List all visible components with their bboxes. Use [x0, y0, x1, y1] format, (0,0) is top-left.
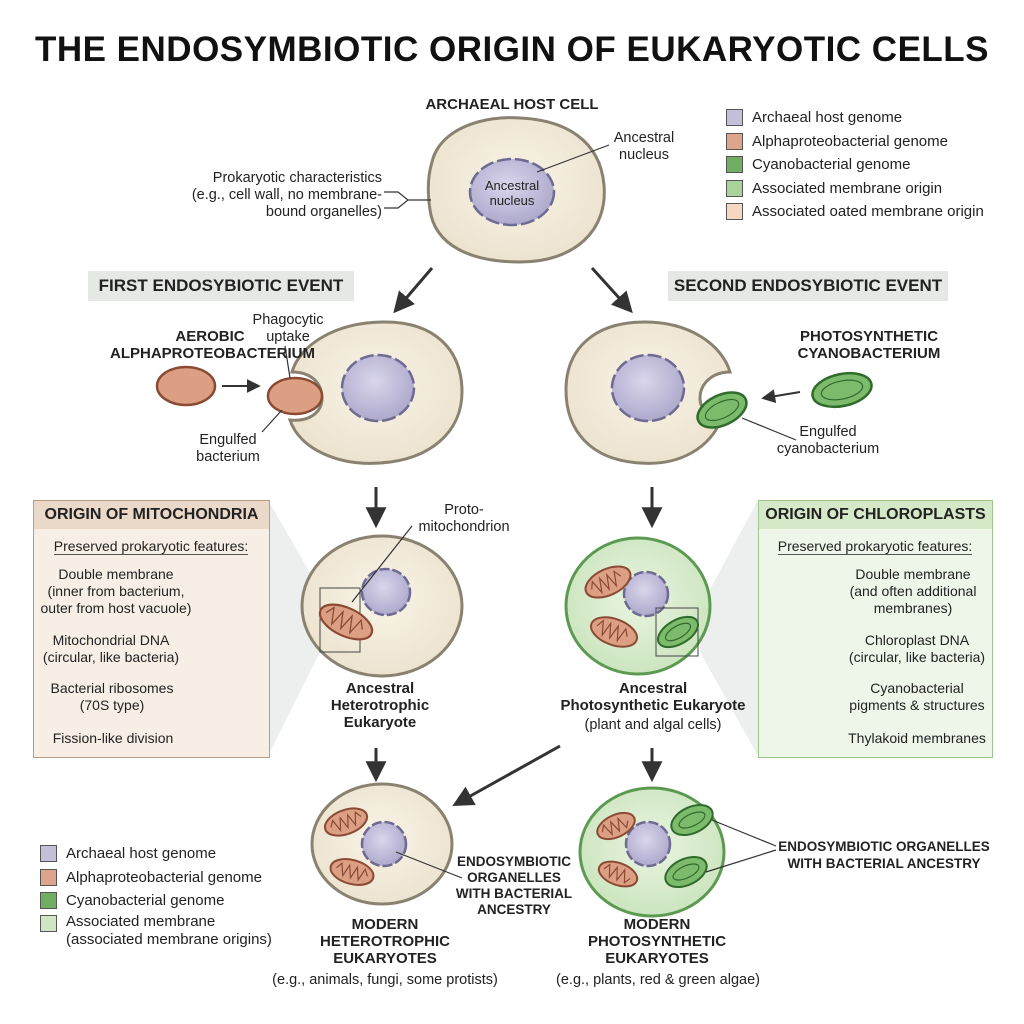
prokaryotic-characteristics: Prokaryotic characteristics (e.g., cell …	[191, 170, 382, 220]
modern-photo-callout: ENDOSYMBIOTIC ORGANELLES WITH BACTERIAL …	[778, 839, 990, 871]
legend-label: Archaeal host genome	[66, 845, 217, 863]
ancestral-heterotrophic-cell	[300, 534, 464, 678]
second-event-banner: SECOND ENDOSYBIOTIC EVENT	[668, 271, 948, 301]
mito-subheader-text: Preserved prokaryotic features:	[53, 538, 249, 555]
proto-mito-callout-line	[351, 525, 413, 603]
mitochondria-box: ORIGIN OF MITOCHONDRIA	[33, 500, 270, 758]
legend-top-item: Associated membrane origin	[726, 177, 984, 201]
legend-swatch	[40, 845, 57, 863]
chloro-feature-1: Double membrane (and often additional me…	[849, 566, 977, 616]
legend-label: Cyanobacterial genome	[66, 892, 225, 910]
mito-feature-2: Mitochondrial DNA (circular, like bacter…	[42, 632, 180, 665]
chloroplasts-box: ORIGIN OF CHLOROPLASTS	[758, 500, 993, 758]
legend-bottom-item: Alphaproteobacterial genome	[40, 866, 272, 890]
legend-swatch	[40, 892, 57, 910]
nucleus-callout-label: Ancestral nucleus	[613, 130, 675, 163]
host-nucleus-label: Ancestral nucleus	[484, 178, 540, 208]
ancestral-photo-sub: (plant and algal cells)	[584, 717, 722, 733]
first-event-cell	[287, 320, 464, 465]
modern-photo-callout-lines	[705, 819, 777, 873]
legend-swatch	[40, 914, 57, 932]
mito-feature-4: Fission-like division	[52, 730, 174, 746]
modern-hetero-callout-line	[395, 851, 463, 879]
first-event-banner: FIRST ENDOSYBIOTIC EVENT	[88, 271, 354, 301]
host-nucleus	[468, 157, 556, 227]
ancestral-hetero-label: Ancestral Heterotrophic Eukaryote	[330, 680, 430, 731]
alphaproteobacterium	[155, 365, 217, 407]
modern-hetero-label: MODERN HETEROTROPHIC EUKARYOTES	[319, 916, 450, 967]
chloro-subheader-text: Preserved prokaryotic features:	[777, 538, 973, 555]
chloro-box-header: ORIGIN OF CHLOROPLASTS	[759, 501, 992, 529]
mito-box-header: ORIGIN OF MITOCHONDRIA	[34, 501, 269, 529]
legend-label: Associated membrane (associated membrane…	[66, 912, 272, 948]
mito-feature-1: Double membrane (inner from bacterium, o…	[40, 566, 192, 616]
legend-top-item: Alphaproteobacterial genome	[726, 130, 984, 154]
legend-bottom-item: Archaeal host genome	[40, 842, 272, 866]
arrow-to-first-event	[393, 267, 434, 314]
proto-mito-label: Proto- mitochondrion	[418, 502, 510, 535]
legend-label: Alphaproteobacterial genome	[66, 868, 262, 886]
second-event-cell	[564, 320, 733, 465]
chloro-zoom-wedge	[700, 500, 758, 756]
mito-feature-3: Bacterial ribosomes (70S type)	[50, 680, 174, 713]
mito-box-subheader: Preserved prokaryotic features:	[38, 538, 264, 555]
legend-swatch	[726, 179, 743, 197]
legend-swatch	[726, 132, 743, 150]
photosynthetic-cyano-label: PHOTOSYNTHETIC CYANOBACTERIUM	[797, 328, 941, 362]
modern-hetero-callout: ENDOSYMBIOTIC ORGANELLES WITH BACTERIAL …	[455, 854, 573, 917]
legend-top-item: Archaeal host genome	[726, 106, 984, 130]
engulfed-cyanobacterium	[696, 391, 748, 429]
engulfed-cyano-label: Engulfed cyanobacterium	[776, 424, 880, 457]
modern-photo-label: MODERN PHOTOSYNTHETIC EUKARYOTES	[587, 916, 727, 967]
page-title: THE ENDOSYMBIOTIC ORIGIN OF EUKARYOTIC C…	[34, 30, 990, 69]
engulfed-cyano-callout-line	[741, 417, 797, 441]
legend-top-item: Associated oated membrane origin	[726, 200, 984, 224]
legend-swatch	[726, 156, 743, 174]
legend-top-item: Cyanobacterial genome	[726, 153, 984, 177]
host-cell-label: ARCHAEAL HOST CELL	[425, 96, 599, 113]
legend-label: Alphaproteobacterial genome	[752, 132, 948, 150]
chloro-box-subheader: Preserved prokaryotic features:	[762, 538, 988, 555]
modern-photo-sub: (e.g., plants, red & green algae)	[556, 972, 760, 988]
cyanobacterium	[811, 371, 873, 409]
engulfed-callout-line	[261, 409, 283, 433]
legend-label: Associated oated membrane origin	[752, 203, 984, 221]
legend-label: Cyanobacterial genome	[752, 156, 911, 174]
engulfed-bacterium-label: Engulfed bacterium	[196, 432, 260, 465]
prokaryotic-bracket	[384, 191, 409, 209]
archaeal-host-cell	[426, 116, 606, 264]
chloro-feature-3: Cyanobacterial pigments & structures	[849, 680, 985, 713]
modern-photosynthetic-cell	[578, 786, 726, 918]
legend-bottom: Archaeal host genome Alphaproteobacteria…	[40, 842, 272, 953]
legend-label: Associated membrane origin	[752, 179, 943, 197]
arrow-uptake-cyano	[761, 389, 801, 404]
arrow-to-second-event	[590, 266, 633, 314]
phagocytic-uptake-label: Phagocytic uptake	[252, 312, 324, 345]
engulfed-alphaproteobacterium	[266, 376, 324, 416]
arrow-photo-to-hetero	[452, 744, 561, 807]
legend-bottom-item: Associated membrane (associated membrane…	[40, 913, 272, 953]
modern-heterotrophic-cell	[310, 782, 454, 906]
legend-swatch	[726, 203, 743, 221]
chloro-feature-2: Chloroplast DNA (circular, like bacteria…	[848, 632, 986, 665]
nucleus-callout-line	[536, 144, 610, 173]
mito-zoom-wedge	[268, 500, 320, 756]
ancestral-photo-label: Ancestral Photosynthetic Eukaryote	[560, 680, 746, 714]
chloro-feature-4: Thylakoid membranes	[848, 730, 986, 746]
ancestral-photosynthetic-cell	[564, 536, 712, 676]
legend-top: Archaeal host genome Alphaproteobacteria…	[726, 106, 984, 224]
modern-hetero-sub: (e.g., animals, fungi, some protists)	[272, 972, 498, 988]
legend-label: Archaeal host genome	[752, 109, 903, 127]
legend-bottom-item: Cyanobacterial genome	[40, 889, 272, 913]
legend-swatch	[40, 868, 57, 886]
legend-swatch	[726, 109, 743, 127]
aerobic-alpha-label: AEROBIC ALPHAPROTEOBACTERIUM	[110, 328, 315, 362]
phago-callout-line	[284, 345, 291, 379]
